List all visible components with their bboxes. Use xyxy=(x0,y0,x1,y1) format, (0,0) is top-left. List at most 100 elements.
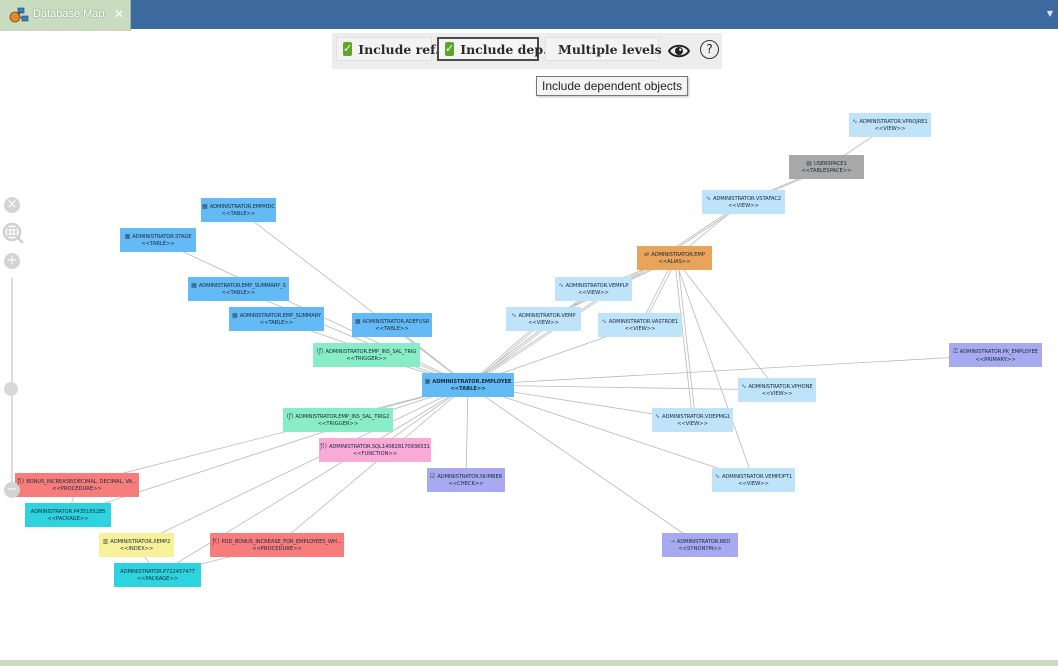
edge-employee-vemplp xyxy=(467,288,594,386)
zoom-in-icon[interactable]: + xyxy=(4,253,20,269)
node-employee[interactable]: ▦ADMINISTRATOR.EMPLOYEE<<TABLE>> xyxy=(422,373,514,397)
node-name: ADMINISTRATOR.XEMP2 xyxy=(110,538,171,545)
multiple-levels-toggle[interactable]: Multiple levels xyxy=(545,37,662,61)
node-header: ∿ADMINISTRATOR.VEMPDPT1 xyxy=(715,473,792,480)
node-header: ƒ()BONUS_INCREASE(DECIMAL, DECIMAL, VA..… xyxy=(17,478,136,485)
edge-employee-empmdc xyxy=(238,209,469,386)
node-vempdpt1[interactable]: ∿ADMINISTRATOR.VEMPDPT1<<VIEW>> xyxy=(712,468,795,492)
node-pod[interactable]: ƒ()POD_BONUS_INCREASE_FOR_EMPLOYEES_WH..… xyxy=(210,533,344,557)
node-name: ADMINISTRATOR.VPHONE xyxy=(748,383,813,390)
eye-icon[interactable] xyxy=(668,40,690,62)
include-dep-toggle[interactable]: ✓ Include dep. xyxy=(437,37,547,61)
table-icon: ▦ xyxy=(424,378,431,385)
include-ref-checkbox-icon: ✓ xyxy=(343,42,353,56)
view-icon: ∿ xyxy=(558,282,564,289)
node-emp-alias[interactable]: ⇄ADMINISTRATOR.EMP<<ALIAS>> xyxy=(637,246,712,270)
node-header: ▦ADMINISTRATOR.STAGE xyxy=(125,233,192,240)
node-name: BONUS_INCREASE(DECIMAL, DECIMAL, VA... xyxy=(26,478,137,485)
node-pk-employee[interactable]: ⚿ADMINISTRATOR.PK_EMPLOYEE<<PRIMARY>> xyxy=(949,343,1042,367)
node-empmdc[interactable]: ▦ADMINISTRATOR.EMPMDC<<TABLE>> xyxy=(201,198,276,222)
edge-emp_alias-vempdpt1 xyxy=(674,257,754,481)
node-stereotype: <<TRIGGER>> xyxy=(346,356,387,362)
node-name: ADMINISTRATOR.ADEFUSR xyxy=(362,318,430,325)
node-vastrde1[interactable]: ∿ADMINISTRATOR.VASTRDE1<<VIEW>> xyxy=(598,313,682,337)
edge-employee-vphone xyxy=(467,384,778,391)
node-trig1[interactable]: (ƒ)ADMINISTRATOR.EMP_INS_SAL_TRIG<<TRIGG… xyxy=(313,343,420,367)
node-vdepmg1[interactable]: ∿ADMINISTRATOR.VDEPMG1<<VIEW>> xyxy=(652,408,733,432)
node-name: ADMINISTRATOR.SQL140828170936531 xyxy=(328,443,430,450)
procedure-icon: ƒ() xyxy=(212,538,220,545)
check-icon: ☑ xyxy=(429,473,436,480)
node-header: ▦ADMINISTRATOR.EMPMDC xyxy=(202,203,275,210)
node-vstafac2[interactable]: ∿ADMINISTRATOR.VSTAFAC2<<VIEW>> xyxy=(702,190,785,214)
help-icon[interactable]: ? xyxy=(700,40,719,59)
node-stereotype: <<VIEW>> xyxy=(578,290,609,296)
node-red[interactable]: ⇢ADMINISTRATOR.RED<<SYNONYM>> xyxy=(662,533,738,557)
tablespace-icon: ▤ xyxy=(806,160,812,167)
node-xemp2[interactable]: ▥ADMINISTRATOR.XEMP2<<INDEX>> xyxy=(99,533,174,557)
node-stereotype: <<TABLE>> xyxy=(375,326,409,332)
zoom-slider-track[interactable] xyxy=(11,278,13,483)
node-header: (ƒ)ADMINISTRATOR.EMP_INS_SAL_TRIG2 xyxy=(287,413,390,420)
node-name: ADMINISTRATOR.EMP_SUMMARY_S xyxy=(198,282,286,289)
tab-database-map[interactable]: Database Map ✕ xyxy=(0,0,131,31)
view-icon: ∿ xyxy=(705,195,711,202)
node-header: ADMINISTRATOR.P722457477 xyxy=(120,569,195,575)
node-pkg2[interactable]: ADMINISTRATOR.P722457477<<PACKAGE>> xyxy=(114,563,201,587)
fit-view-icon[interactable] xyxy=(2,222,24,244)
node-vphone[interactable]: ∿ADMINISTRATOR.VPHONE<<VIEW>> xyxy=(738,378,816,402)
edge-employee-red xyxy=(467,384,701,546)
node-stereotype: <<TABLE>> xyxy=(221,211,256,217)
node-vprojre1[interactable]: ∿ADMINISTRATOR.VPROJRE1<<VIEW>> xyxy=(849,113,931,137)
node-name: ADMINISTRATOR.VSTAFAC2 xyxy=(712,195,782,202)
node-stereotype: <<VIEW>> xyxy=(728,203,759,209)
trigger-icon: (ƒ) xyxy=(316,348,324,355)
node-number[interactable]: ☑ADMINISTRATOR.NUMBER<<CHECK>> xyxy=(427,468,505,492)
node-vemp[interactable]: ∿ADMINISTRATOR.VEMP<<VIEW>> xyxy=(506,307,581,331)
node-name: USERSPACE1 xyxy=(813,160,847,167)
node-stereotype: <<VIEW>> xyxy=(677,421,708,427)
node-adefusr[interactable]: ▦ADMINISTRATOR.ADEFUSR<<TABLE>> xyxy=(352,313,432,337)
tab-title: Database Map xyxy=(33,8,105,20)
node-stereotype: <<PROCEDURE>> xyxy=(52,486,102,492)
node-userspace1[interactable]: ▤USERSPACE1<<TABLESPACE>> xyxy=(789,155,864,179)
zoom-slider-handle[interactable] xyxy=(4,382,18,396)
view-menu-arrow-icon[interactable]: ▼ xyxy=(1046,9,1053,18)
node-name: ADMINISTRATOR.PK_EMPLOYEE xyxy=(959,348,1038,355)
procedure-icon: ƒ() xyxy=(17,478,25,485)
include-dep-checkbox-icon: ✓ xyxy=(445,42,455,56)
tab-close-icon[interactable]: ✕ xyxy=(114,7,125,21)
node-stage[interactable]: ▦ADMINISTRATOR.STAGE<<TABLE>> xyxy=(120,228,196,252)
view-icon: ∿ xyxy=(601,318,607,325)
node-header: ƒ()POD_BONUS_INCREASE_FOR_EMPLOYEES_WH..… xyxy=(213,538,342,545)
node-name: ADMINISTRATOR.EMP_INS_SAL_TRIG xyxy=(325,348,417,355)
node-pkg1[interactable]: ADMINISTRATOR.P435185285<<PACKAGE>> xyxy=(25,503,111,527)
edge-employee-pkg2 xyxy=(157,384,469,576)
node-header: ∿ADMINISTRATOR.VPHONE xyxy=(741,383,812,390)
node-trig2[interactable]: (ƒ)ADMINISTRATOR.EMP_INS_SAL_TRIG2<<TRIG… xyxy=(283,408,393,432)
edge-employee-pod xyxy=(276,384,469,546)
alias-icon: ⇄ xyxy=(644,251,650,258)
zoom-out-icon[interactable]: − xyxy=(4,482,20,498)
node-bonus[interactable]: ƒ()BONUS_INCREASE(DECIMAL, DECIMAL, VA..… xyxy=(15,473,139,497)
include-ref-toggle[interactable]: ✓ Include ref. xyxy=(336,37,439,61)
node-sqlfunc[interactable]: ƒ()ADMINISTRATOR.SQL140828170936531<<FUN… xyxy=(319,438,431,462)
node-name: ADMINISTRATOR.EMP_INS_SAL_TRIG2 xyxy=(295,413,390,420)
node-stereotype: <<INDEX>> xyxy=(119,546,154,552)
node-vemplp[interactable]: ∿ADMINISTRATOR.VEMPLP<<VIEW>> xyxy=(555,277,632,301)
node-name: ADMINISTRATOR.P435185285 xyxy=(30,508,106,515)
node-emp-summary-s[interactable]: ▦ADMINISTRATOR.EMP_SUMMARY_S<<TABLE>> xyxy=(188,277,289,301)
close-icon[interactable]: × xyxy=(4,197,20,213)
node-header: ƒ()ADMINISTRATOR.SQL140828170936531 xyxy=(320,443,430,450)
node-header: ∿ADMINISTRATOR.VASTRDE1 xyxy=(602,318,679,325)
node-name: ADMINISTRATOR.VPROJRE1 xyxy=(859,118,928,125)
edge-emp_alias-vdepmg1 xyxy=(674,257,693,421)
node-stereotype: <<FUNCTION>> xyxy=(352,451,398,457)
table-icon: ▦ xyxy=(124,233,131,240)
node-emp-summary[interactable]: ▦ADMINISTRATOR.EMP_SUMMARY<<TABLE>> xyxy=(229,307,324,331)
node-stereotype: <<TABLE>> xyxy=(259,320,294,326)
node-stereotype: <<TABLE>> xyxy=(221,290,256,296)
zoom-controls: × + − xyxy=(0,193,26,503)
node-name: ADMINISTRATOR.EMPMDC xyxy=(209,203,275,210)
node-header: ∿ADMINISTRATOR.VSTAFAC2 xyxy=(706,195,781,202)
